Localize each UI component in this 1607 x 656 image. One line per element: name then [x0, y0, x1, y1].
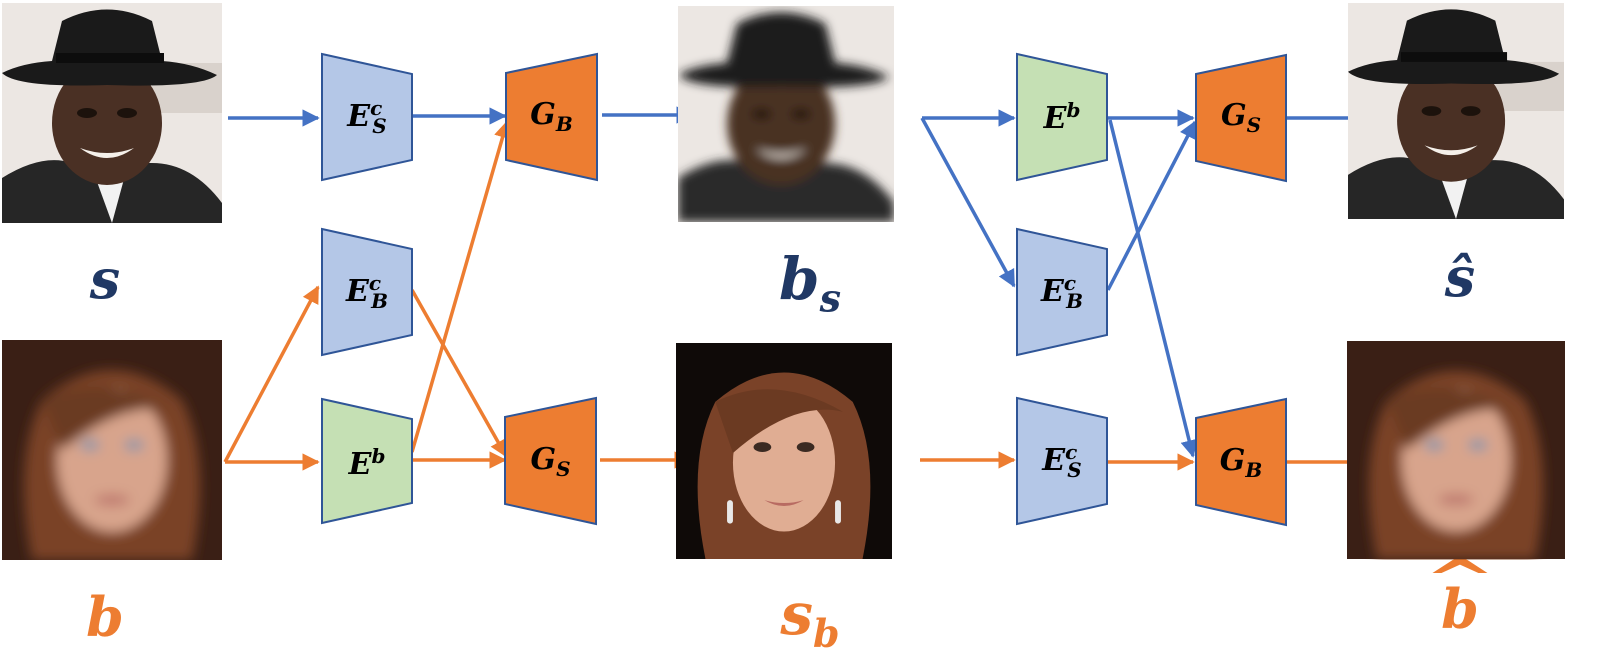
face-photo-s-hat: [1347, 3, 1565, 219]
encoder-es-c-top-shape: [321, 52, 413, 182]
label-eb-c-mid-right: EcB: [1041, 271, 1083, 313]
label-s: s: [89, 247, 121, 311]
face-photo-b-hat: [1347, 340, 1565, 560]
face-photo-s: [2, 3, 222, 223]
label-es-c-top: EcS: [347, 96, 387, 138]
label-b-hat: ^ b: [1415, 552, 1505, 636]
face-photo-b-s: [678, 6, 894, 222]
generator-gb-bottom-right-shape: [1195, 397, 1287, 527]
label-e-b-bottom: Eb: [348, 444, 386, 482]
generator-gs-top-right-shape: [1195, 53, 1287, 183]
face-photo-woman-blurred-icon: [2, 340, 222, 560]
arrow-bs-to-ebc: [920, 117, 1016, 288]
label-s-hat: ŝ: [1444, 245, 1476, 309]
face-photo-man-hat-sharp-icon: [2, 3, 222, 223]
face-photo-woman-reconstructed-icon: [1347, 341, 1565, 559]
face-photo-b: [2, 340, 222, 560]
label-es-c-bottom-right: EcS: [1042, 440, 1082, 482]
label-gb-top: GB: [530, 97, 573, 136]
label-eb-c-mid: EcB: [346, 271, 388, 313]
label-b: b: [86, 585, 124, 649]
label-s-b: sb: [780, 580, 840, 656]
arrow-ebc-to-gs: [410, 289, 508, 458]
face-photo-s-b: [675, 343, 893, 559]
label-e-b-top-right: Eb: [1043, 98, 1081, 136]
arrow-b-to-ebc: [223, 285, 320, 463]
arrow-eb-to-gb-right: [1108, 119, 1198, 458]
label-gs-top-right: GS: [1220, 98, 1262, 137]
arrow-ebc-to-gs-right: [1106, 120, 1197, 291]
encoder-eb-c-mid-right-shape: [1016, 227, 1108, 357]
encoder-e-b-top-right-shape: [1016, 52, 1108, 182]
encoder-es-c-bottom-right-shape: [1016, 396, 1108, 526]
arrow-eb-to-gb: [410, 120, 512, 453]
generator-gb-top-shape: [505, 52, 598, 182]
generator-gs-bottom-shape: [504, 396, 597, 526]
b-hat-accent: ^: [1423, 547, 1497, 611]
face-photo-man-hat-blurred-icon: [678, 6, 894, 222]
label-b-s: bs: [779, 245, 841, 321]
face-photo-woman-sharp-icon: [676, 343, 892, 559]
label-gs-bottom: GS: [530, 442, 571, 481]
encoder-e-b-bottom-shape: [321, 397, 413, 525]
face-photo-man-hat-reconstructed-icon: [1348, 3, 1564, 219]
encoder-eb-c-mid-shape: [321, 227, 413, 357]
label-gb-bottom-right: GB: [1219, 443, 1263, 482]
